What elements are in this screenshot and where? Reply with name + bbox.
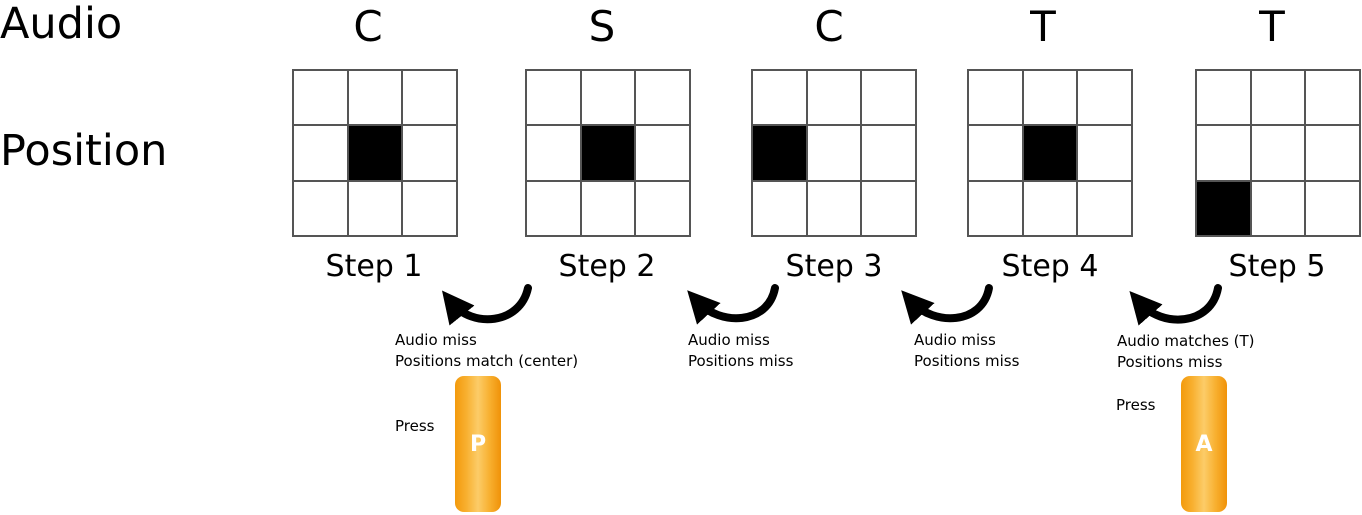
position-grid-step-3: [751, 69, 917, 237]
grid-cell: [526, 70, 581, 126]
grid-cell: [806, 70, 862, 126]
audio-letter-step-1: C: [353, 2, 383, 51]
grid-cell-active: [347, 125, 403, 181]
note-audio-result: Audio matches (T): [1117, 332, 1255, 350]
step-label-1: Step 1: [325, 249, 423, 284]
grid-cell: [861, 70, 916, 126]
grid-cell: [806, 125, 862, 181]
grid-cell: [1305, 180, 1360, 236]
note-audio-result: Audio miss: [914, 331, 996, 349]
position-match-button[interactable]: P: [455, 376, 501, 512]
grid-cell: [1022, 70, 1078, 126]
grid-cell-active: [1196, 180, 1251, 236]
step-label-5: Step 5: [1228, 249, 1326, 284]
grid-cell: [347, 180, 403, 236]
audio-row-label: Audio: [0, 0, 123, 49]
grid-cell: [1022, 180, 1078, 236]
grid-cell: [635, 70, 690, 126]
audio-letter-step-3: C: [814, 2, 844, 51]
grid-cell: [1250, 70, 1306, 126]
grid-cell: [1077, 180, 1132, 236]
grid-cell: [1250, 180, 1306, 236]
note-audio-result: Audio miss: [688, 331, 770, 349]
position-grid-step-1: [292, 69, 458, 237]
grid-cell: [968, 70, 1023, 126]
step-label-3: Step 3: [785, 249, 883, 284]
grid-cell: [293, 70, 348, 126]
grid-cell: [580, 180, 636, 236]
grid-cell: [1250, 125, 1306, 181]
grid-cell: [347, 70, 403, 126]
curved-arrow-icon: [1129, 284, 1222, 326]
grid-cell: [580, 70, 636, 126]
grid-cell: [1077, 70, 1132, 126]
grid-cell: [635, 125, 690, 181]
position-grid-step-4: [967, 69, 1133, 237]
grid-cell-active: [1022, 125, 1078, 181]
audio-letter-step-2: S: [588, 2, 616, 51]
transition-note-3: Audio miss Positions miss: [914, 330, 1019, 372]
grid-cell: [861, 180, 916, 236]
grid-cell-active: [752, 125, 807, 181]
press-label-2: Press: [1116, 396, 1156, 414]
note-position-result: Positions miss: [914, 352, 1020, 370]
step-label-4: Step 4: [1001, 249, 1099, 284]
grid-cell: [861, 125, 916, 181]
step-label-2: Step 2: [558, 249, 656, 284]
transition-note-4: Audio matches (T) Positions miss: [1117, 331, 1255, 373]
transition-note-1: Audio miss Positions match (center): [395, 330, 578, 372]
grid-cell: [526, 125, 581, 181]
grid-cell: [752, 70, 807, 126]
note-position-result: Positions miss: [1117, 353, 1223, 371]
grid-cell: [1196, 125, 1251, 181]
grid-cell: [806, 180, 862, 236]
curved-arrow-icon: [441, 284, 532, 326]
grid-cell: [293, 180, 348, 236]
position-grid-step-5: [1195, 69, 1361, 237]
note-audio-result: Audio miss: [395, 331, 477, 349]
audio-letter-step-5: T: [1259, 2, 1285, 51]
position-grid-step-2: [525, 69, 691, 237]
note-position-result: Positions match (center): [395, 352, 579, 370]
grid-cell: [1305, 70, 1360, 126]
grid-cell: [1196, 70, 1251, 126]
grid-cell: [293, 125, 348, 181]
grid-cell: [752, 180, 807, 236]
grid-cell: [1077, 125, 1132, 181]
curved-arrow-icon: [687, 284, 779, 325]
grid-cell: [968, 180, 1023, 236]
audio-letter-step-4: T: [1030, 2, 1056, 51]
press-label-1: Press: [395, 417, 435, 435]
grid-cell: [526, 180, 581, 236]
audio-match-button[interactable]: A: [1181, 376, 1227, 512]
grid-cell: [635, 180, 690, 236]
curved-arrow-icon: [901, 284, 993, 325]
position-row-label: Position: [0, 126, 168, 176]
grid-cell: [1305, 125, 1360, 181]
grid-cell: [402, 70, 457, 126]
grid-cell: [402, 180, 457, 236]
grid-cell: [402, 125, 457, 181]
transition-note-2: Audio miss Positions miss: [688, 330, 793, 372]
grid-cell-active: [580, 125, 636, 181]
grid-cell: [968, 125, 1023, 181]
note-position-result: Positions miss: [688, 352, 794, 370]
